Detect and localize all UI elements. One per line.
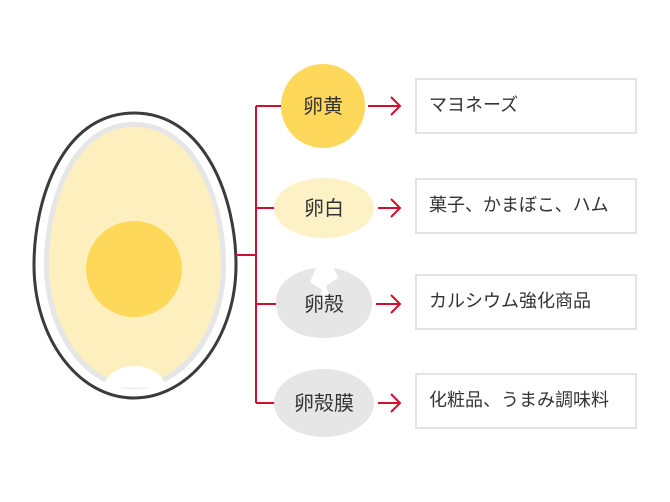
membrane-use-box: 化粧品、うまみ調味料 — [415, 373, 637, 429]
connector-lines — [236, 105, 282, 404]
albumen-label: 卵白 — [304, 196, 344, 220]
yolk-use-text: マヨネーズ — [429, 95, 519, 116]
yolk-use-box: マヨネーズ — [415, 78, 637, 134]
egg-yolk — [86, 221, 182, 317]
membrane-node-shape — [274, 369, 374, 437]
eggshell-use-text: カルシウム強化商品 — [429, 291, 591, 312]
arrows — [368, 96, 402, 413]
albumen-node-shape — [274, 178, 374, 238]
eggshell-membrane-label: 卵殻膜 — [294, 391, 354, 415]
eggshell-node-shape — [276, 268, 372, 338]
eggshell-label: 卵殻 — [304, 292, 344, 316]
yolk-label: 卵黄 — [303, 94, 343, 118]
eggshell-use-box: カルシウム強化商品 — [415, 274, 637, 330]
yolk-node-shape — [281, 64, 365, 148]
egg-air-cell — [104, 366, 165, 388]
membrane-use-text: 化粧品、うまみ調味料 — [429, 390, 609, 411]
albumen-use-box: 菓子、かまぼこ、ハム — [415, 178, 637, 234]
albumen-use-text: 菓子、かまぼこ、ハム — [429, 195, 609, 216]
